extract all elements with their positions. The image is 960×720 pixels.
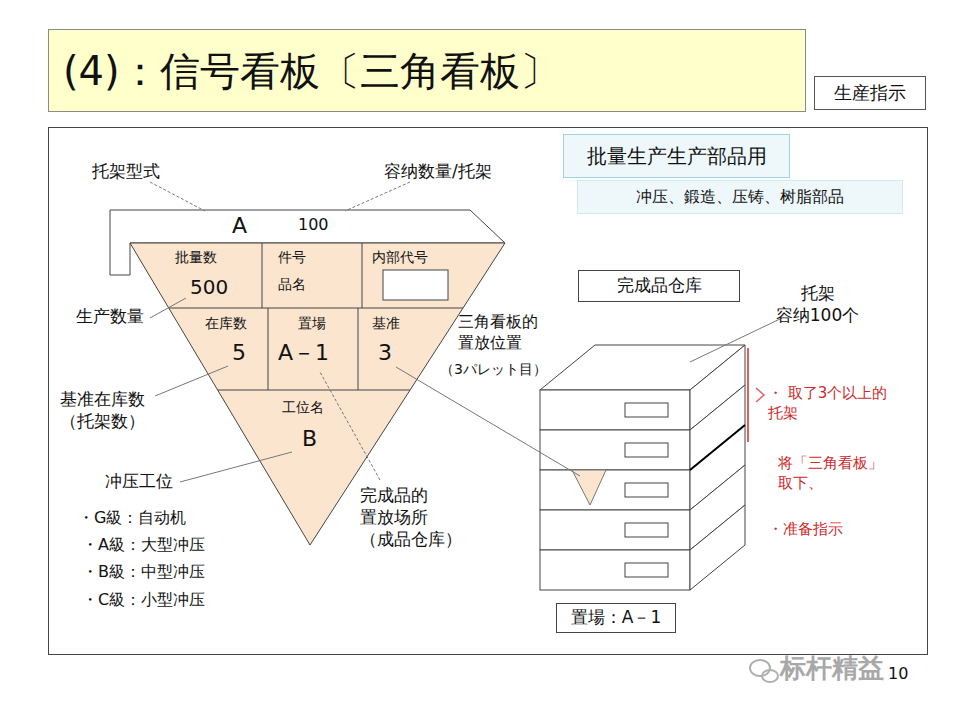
cell-line bbox=[218, 390, 410, 391]
box-text: 置場：A－1 bbox=[571, 608, 661, 628]
instruction-note: 将「三角看板」 取下、 bbox=[778, 454, 903, 493]
callout-label: 生产数量 bbox=[76, 305, 144, 327]
leader-line bbox=[396, 367, 580, 476]
pallet-front bbox=[540, 390, 690, 430]
pallet-stack bbox=[540, 345, 745, 590]
pallet-label-slot bbox=[625, 483, 668, 497]
callout-label: 冲压工位 bbox=[105, 470, 173, 492]
kanban-field: B bbox=[302, 426, 317, 451]
kanban-field: 件号 bbox=[278, 249, 306, 265]
callout-label: 基准在库数 （托架数） bbox=[60, 388, 160, 432]
location-box: 置場：A－1 bbox=[556, 603, 676, 633]
callout-label: 容纳数量/托架 bbox=[384, 160, 492, 182]
box-text: (4)：信号看板〔三角看板〕 bbox=[63, 48, 560, 94]
watermark: 标杆精益 bbox=[780, 652, 884, 686]
leader-line bbox=[690, 318, 782, 362]
pallet-label-slot bbox=[625, 523, 668, 537]
leader-line bbox=[150, 182, 205, 211]
category-box: 冲压、鍛造、压铸、树脂部品 bbox=[577, 180, 903, 214]
grade-item: ・C級：小型冲压 bbox=[82, 590, 205, 611]
stack-triangle-kanban bbox=[572, 470, 606, 505]
kanban-field: 品名 bbox=[278, 276, 306, 292]
callout-label: 托架 容纳100个 bbox=[770, 282, 865, 326]
box-text: 批量生产生产部品用 bbox=[587, 145, 767, 168]
instruction-note: ・ 取了3个以上的 托架 bbox=[768, 384, 908, 423]
grade-item: ・A級：大型冲压 bbox=[82, 535, 205, 556]
grade-item: ・G級：自动机 bbox=[78, 508, 186, 529]
pallet-label-slot bbox=[625, 443, 668, 457]
kanban-field: 置場 bbox=[298, 315, 326, 331]
red-bracket bbox=[747, 348, 749, 442]
instruction-note: ・准备指示 bbox=[768, 520, 843, 540]
main-frame bbox=[49, 128, 928, 655]
leader-line bbox=[345, 182, 410, 211]
code-field bbox=[383, 270, 448, 300]
triangle-kanban: A 100 批量数 500 件号品名 内部代号在库数 5 置場 A－1 基准 3 工位名 B bbox=[100, 205, 520, 550]
callout-label: 完成品的 置放场所 （成品仓库） bbox=[360, 484, 475, 550]
pallet-front bbox=[540, 550, 690, 590]
pallet-label-slot bbox=[625, 403, 668, 417]
callout-label: 托架型式 bbox=[92, 160, 160, 182]
red-bracket-tick bbox=[756, 388, 764, 402]
cell-line bbox=[268, 308, 269, 390]
kanban-field: 100 bbox=[298, 216, 329, 234]
page-number: 10 bbox=[888, 664, 908, 685]
kanban-field: A－1 bbox=[278, 340, 329, 365]
callout-note: （3パレット目） bbox=[440, 360, 547, 378]
title-box: (4)：信号看板〔三角看板〕 bbox=[48, 29, 806, 112]
kanban-field: 内部代号 bbox=[372, 249, 428, 265]
box-text: 生産指示 bbox=[834, 83, 906, 104]
triangle-outline bbox=[100, 205, 520, 550]
kanban-field: A bbox=[232, 213, 247, 238]
kanban-field: 批量数 bbox=[175, 249, 217, 265]
pallet-label-slot bbox=[625, 563, 668, 577]
kanban-field: 在库数 bbox=[205, 315, 247, 331]
kanban-field: 工位名 bbox=[282, 399, 324, 415]
pallet-front bbox=[540, 510, 690, 550]
box-text: 冲压、鍛造、压铸、树脂部品 bbox=[636, 188, 844, 206]
pallet-front bbox=[540, 470, 690, 510]
tag-box: 生産指示 bbox=[814, 76, 926, 110]
callout-label: 三角看板的 置放位置 bbox=[458, 312, 553, 354]
kanban-field: 5 bbox=[232, 340, 246, 365]
kanban-field: 基准 bbox=[372, 315, 400, 331]
cell-line bbox=[262, 243, 263, 308]
pallet-front bbox=[540, 430, 690, 470]
kanban-field: 3 bbox=[378, 340, 392, 365]
taken-line bbox=[690, 425, 745, 470]
warehouse-box: 完成品仓库 bbox=[578, 270, 740, 302]
grade-item: ・B級：中型冲压 bbox=[82, 562, 205, 583]
cell-line bbox=[358, 308, 359, 390]
watermark-icon bbox=[750, 660, 778, 682]
cell-line bbox=[362, 243, 363, 308]
triangle-body bbox=[130, 243, 505, 545]
heading-box: 批量生产生产部品用 bbox=[563, 134, 790, 178]
box-text: 完成品仓库 bbox=[617, 276, 702, 296]
kanban-field: 500 bbox=[190, 276, 228, 299]
cell-line bbox=[169, 308, 463, 309]
pallet-side bbox=[690, 505, 745, 590]
